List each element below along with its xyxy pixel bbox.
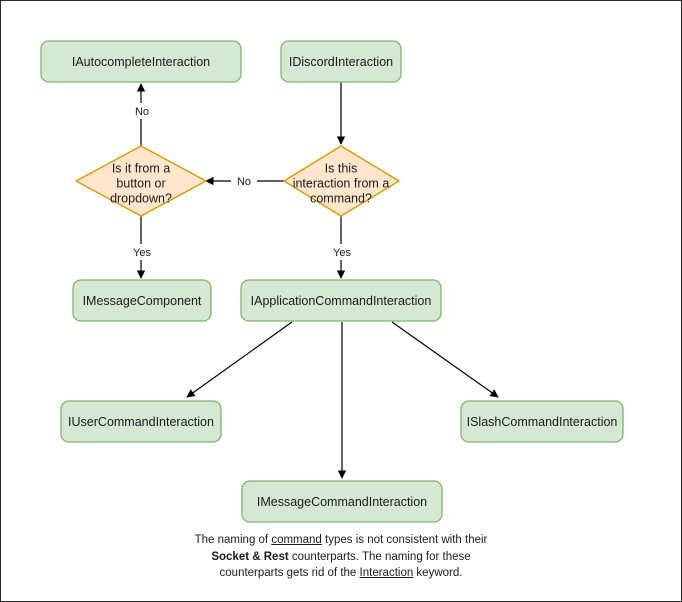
caption-line-1: The naming of command types is not consi…	[1, 532, 681, 549]
node-label-message-component: IMessageComponent	[83, 294, 202, 308]
decision-from-command-line1: Is this	[325, 161, 358, 175]
decision-button-dropdown-line2: button or	[116, 176, 165, 190]
node-decision-button-or-dropdown[interactable]: Is it from a button or dropdown?	[75, 145, 207, 217]
caption-line1-b: types is not consistent with their	[321, 534, 488, 546]
caption-line3-a: counterparts gets rid of the	[219, 567, 360, 579]
edge-label-yes-left: Yes	[133, 247, 151, 259]
edge-button-dropdown-to-autocomplete: No	[129, 83, 155, 146]
edge-app-command-to-user-command	[186, 321, 293, 398]
decision-from-command-line3: command?	[310, 191, 372, 205]
decision-button-dropdown-line3: dropdown?	[110, 191, 172, 205]
node-label-autocomplete-interaction: IAutocompleteInteraction	[72, 55, 210, 69]
node-decision-from-command[interactable]: Is this interaction from a command?	[283, 145, 400, 217]
node-discord-interaction[interactable]: IDiscordInteraction	[280, 40, 402, 83]
node-label-message-command-interaction: IMessageCommandInteraction	[257, 495, 427, 509]
edge-app-command-to-slash-command	[391, 321, 499, 398]
edge-from-command-to-button-dropdown: No	[205, 173, 284, 189]
node-label-application-command-interaction: IApplicationCommandInteraction	[251, 294, 432, 308]
decision-button-dropdown-line1: Is it from a	[112, 161, 170, 175]
edge-button-dropdown-to-message-component: Yes	[128, 216, 156, 279]
caption-line-3: counterparts gets rid of the Interaction…	[1, 565, 681, 582]
node-label-discord-interaction: IDiscordInteraction	[289, 55, 393, 69]
caption-underline-interaction: Interaction	[359, 567, 414, 579]
caption-line2-rest: counterparts. The naming for these	[288, 550, 471, 563]
edge-label-no-horizontal: No	[237, 176, 251, 188]
decision-from-command-line2: interaction from a	[293, 176, 390, 190]
node-message-command-interaction[interactable]: IMessageCommandInteraction	[241, 480, 443, 523]
caption-line-2: Socket & Rest counterparts. The naming f…	[1, 549, 681, 566]
node-label-user-command-interaction: IUserCommandInteraction	[68, 415, 214, 429]
caption-line1-a: The naming of	[194, 534, 272, 546]
caption-underline-command: command	[271, 534, 322, 546]
caption-bold-socket: Socket	[211, 550, 250, 563]
caption-bold-rest: Rest	[263, 550, 289, 563]
node-slash-command-interaction[interactable]: ISlashCommandInteraction	[460, 400, 624, 443]
node-autocomplete-interaction[interactable]: IAutocompleteInteraction	[40, 40, 242, 83]
caption-line3-b: keyword.	[413, 567, 463, 579]
edge-label-yes-right: Yes	[333, 247, 351, 259]
node-user-command-interaction[interactable]: IUserCommandInteraction	[60, 400, 222, 443]
diagram-caption: The naming of command types is not consi…	[1, 532, 681, 582]
edge-from-command-to-app-command: Yes	[328, 216, 356, 279]
node-label-slash-command-interaction: ISlashCommandInteraction	[467, 415, 618, 429]
node-application-command-interaction[interactable]: IApplicationCommandInteraction	[240, 279, 442, 322]
node-message-component[interactable]: IMessageComponent	[72, 279, 212, 322]
caption-ampersand: &	[249, 550, 264, 563]
edge-label-no-vertical: No	[135, 106, 149, 118]
